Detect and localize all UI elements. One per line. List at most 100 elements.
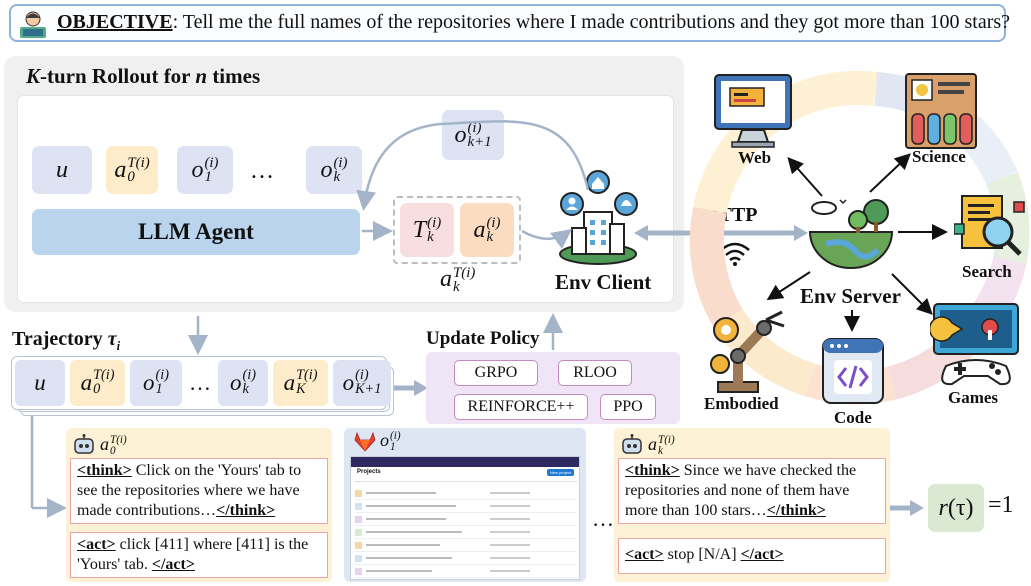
token-tk-sup: (i) [427,214,442,231]
traj-token-o1-sup: (i) [155,367,169,384]
example-a0-act-close: </act> [151,556,195,573]
policy-grpo: GRPO [454,360,538,386]
games-icon [930,303,1019,386]
gitlab-list [355,487,577,578]
games-label: Games [948,388,999,407]
token-akT-base: a [440,266,452,292]
rollout-title: K-turn Rollout for n times [26,64,260,89]
token-akT-sup: T(i) [453,265,476,282]
objective-bar: OBJECTIVE: Tell me the full names of the… [9,4,1010,42]
gitlab-row [355,552,577,565]
token-ellipsis: … [250,158,274,184]
example-ak-think-text: Since we have checked the repositories a… [625,462,857,519]
gitlab-row [355,513,577,526]
example-ak-think-close: </think> [766,502,826,519]
traj-token-ok-base: o [230,370,242,395]
traj-token-a0-base: a [80,370,93,395]
example-o1-sup: (i) [390,430,401,443]
example-ak-sup: T(i) [658,434,675,447]
example-a0-act-open: <act> [77,536,116,553]
gitlab-row [355,526,577,539]
token-ak-sup: (i) [486,214,501,231]
token-a0-sup: T(i) [127,154,150,171]
robot-icon [622,434,642,454]
trajectory-title-text: Trajectory [12,328,108,350]
gitlab-row [355,565,577,578]
policy-reinforcepp-label: REINFORCE++ [467,398,575,415]
traj-token-ok: o(i)k [218,360,268,406]
traj-ellipsis-text: … [189,370,211,395]
gitlab-screenshot: Projects New project [350,456,580,580]
example-o1-sub: 1 [390,440,396,453]
code-icon [822,338,884,404]
gitlab-row [355,539,577,552]
token-ok-base: o [320,156,333,183]
traj-token-oK1: o(i)K+1 [333,360,391,406]
objective-text: Tell me the full names of the repositori… [182,11,1011,33]
reward-tau: (τ) [947,494,974,521]
example-ak-act-close: </act> [740,546,784,563]
example-a0-act-text: click [411] where [411] is the 'Yours' t… [77,536,309,573]
traj-token-u-base: u [34,370,46,395]
example-ak-base: a [648,434,657,454]
traj-token-oK1-base: o [342,370,355,395]
token-ok-sup: (i) [333,154,348,171]
token-o1: o(i)1 [177,146,233,194]
example-a0-act: <act> click [411] where [411] is the 'Yo… [70,532,328,578]
traj-token-o1: o(i)1 [130,360,182,406]
token-ak-sub: k [486,229,494,245]
gitlab-tabs-line [355,481,577,482]
traj-token-aK-base: a [283,370,296,395]
token-tk-sub: k [427,229,434,245]
policy-ppo: PPO [600,394,656,420]
rollout-title-n: n [195,64,208,88]
reward-r: r [938,494,948,521]
user-avatar-icon [20,11,46,38]
token-ak-base: a [473,216,486,243]
rollout-title-end: times [207,64,261,88]
token-o1-sub: 1 [204,169,212,185]
examples-ellipsis: … [592,506,614,531]
example-a0-think-close: </think> [216,502,276,519]
policy-rloo-label: RLOO [573,364,617,381]
policy-reinforcepp: REINFORCE++ [454,394,588,420]
agent-output-group [393,196,521,264]
example-ak-think: <think> Since we have checked the reposi… [618,458,886,524]
token-o1-base: o [191,156,204,183]
token-a0-base: a [114,156,127,183]
traj-token-a0-sup: T(i) [93,367,115,384]
rollout-title-k: K [26,64,41,88]
gitlab-new-project-button[interactable]: New project [547,469,575,476]
token-tk: T(i)k [400,203,454,257]
reward-box: r(τ) [928,484,984,532]
trajectory-tau: τ [107,328,117,350]
token-ok1-sup: (i) [467,119,482,136]
example-a0-think-open: <think> [77,462,132,479]
gitlab-row [355,487,577,500]
traj-token-oK1-sup: (i) [355,367,369,384]
gitlab-icon [354,432,376,452]
web-label: Web [738,148,772,167]
example-ak-act: <act> stop [N/A] </act> [618,538,886,574]
policy-rloo: RLOO [558,360,632,386]
traj-ellipsis: … [187,360,213,406]
trajectory-title: Trajectory τi [12,328,120,352]
token-ak: a(i)k [460,203,514,257]
example-o1-base: o [380,430,389,450]
robot-icon [74,434,94,454]
gitlab-row [355,500,577,513]
science-icon [905,73,977,149]
traj-token-aK-sub: K [296,381,306,397]
traj-token-ok-sup: (i) [242,367,256,384]
token-a0-sub: 0 [127,169,135,185]
search-icon [954,195,1025,256]
token-tk-base: T [412,216,427,243]
gitlab-topbar [351,457,579,467]
example-a0-sub: 0 [110,444,116,457]
token-ok: o(i)k [306,146,362,194]
